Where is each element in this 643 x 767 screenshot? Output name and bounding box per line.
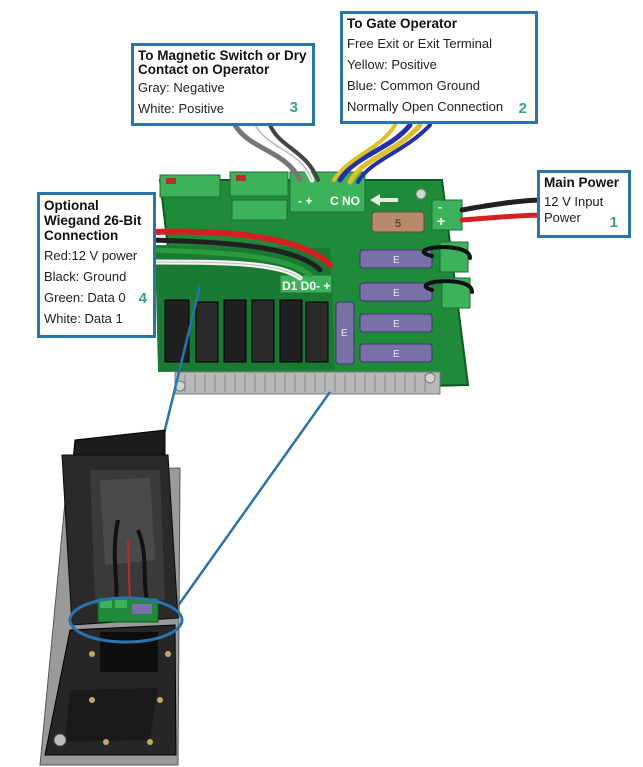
callout-gate-operator: To Gate Operator Free Exit or Exit Termi… <box>340 11 538 124</box>
terminal-block-power <box>431 199 463 231</box>
callout-line: 12 V Input Power <box>544 194 604 225</box>
label-fuse-e: E <box>393 288 400 299</box>
callout-line: Blue: Common Ground <box>347 78 480 93</box>
callout-line: White: Data 1 <box>44 311 123 326</box>
callout-number: 3 <box>289 99 298 116</box>
terminal-block-top-mid <box>229 171 289 197</box>
label-power-minus: - <box>438 199 442 214</box>
callout-number: 4 <box>138 290 147 307</box>
callout-line: White: Positive <box>138 101 224 116</box>
callout-line: Gray: Negative <box>138 80 225 95</box>
callout-line: Yellow: Positive <box>347 57 437 72</box>
callout-main-power: Main Power 12 V Input Power 1 <box>537 170 631 238</box>
callout-title: To Gate Operator <box>347 16 458 31</box>
callout-number: 2 <box>518 100 527 117</box>
callout-line: Green: Data 0 <box>44 290 126 305</box>
callout-line: Normally Open Connection <box>347 99 504 114</box>
label-power-plus: + <box>437 213 445 229</box>
callout-line: Free Exit or Exit Terminal <box>347 36 492 51</box>
callout-title: Main Power <box>544 175 620 190</box>
callout-title: To Magnetic Switch or Dry Contact on Ope… <box>138 48 307 77</box>
callout-wiegand: Optional Wiegand 26-Bit Connection Red:1… <box>37 192 156 338</box>
wires <box>147 122 548 294</box>
enclosure <box>39 429 181 766</box>
callout-magnetic-switch: To Magnetic Switch or Dry Contact on Ope… <box>131 43 315 126</box>
edge-connector <box>174 371 441 395</box>
callout-title: Optional Wiegand 26-Bit Connection <box>44 198 142 243</box>
label-d1-d0: D1 D0- + <box>282 279 330 293</box>
zoom-ellipse <box>68 596 184 644</box>
label-fuse-e: E <box>341 328 348 339</box>
callout-number: 1 <box>609 214 618 231</box>
label-fuse-e: E <box>393 255 400 266</box>
fuse-stack-left <box>164 299 329 363</box>
label-fuse-rating: 5 <box>395 218 401 230</box>
label-gate-minus-plus: - + <box>298 194 312 208</box>
control-board: C NO - + - + 5 E E E E E <box>155 171 471 395</box>
fuse-column-right: E E E E <box>359 249 433 363</box>
label-fuse-e: E <box>393 319 400 330</box>
callout-line: Red:12 V power <box>44 248 138 263</box>
label-c-no: C NO <box>330 194 360 208</box>
label-fuse-e: E <box>393 349 400 360</box>
main-fuse <box>371 211 425 233</box>
callout-line: Black: Ground <box>44 269 127 284</box>
